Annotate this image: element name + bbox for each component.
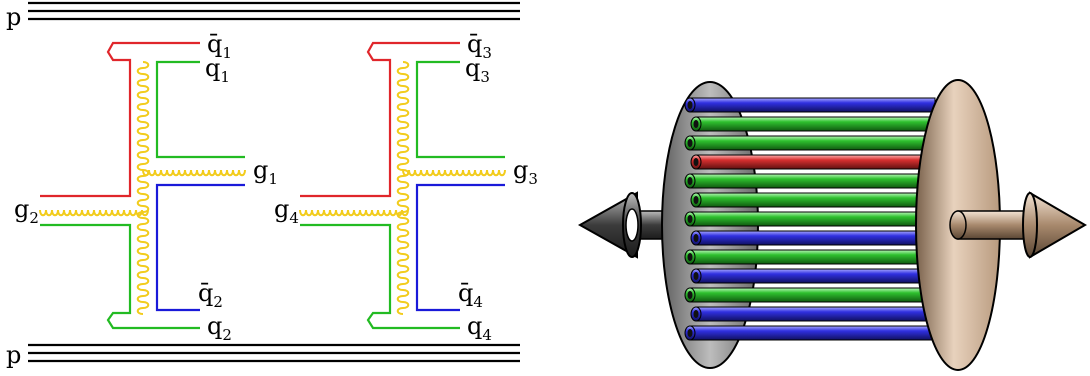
label-qbar-top: q̄1 [207,30,232,62]
flux-tube [684,249,936,265]
flux-tube [684,173,936,189]
blue-string [415,183,505,312]
gluon-right [142,169,246,177]
gluon-right [402,169,506,177]
label-qbar-bottom: q̄2 [198,279,223,311]
label-gluon-left: g2 [14,195,39,227]
label-q-bottom: q4 [467,312,492,344]
green-string-upper [155,60,245,159]
proton-bottom-beam [28,343,520,363]
proton-top-label: p [6,3,21,31]
label-q-top: q1 [205,54,230,86]
label-qbar-top: q̄3 [467,30,492,62]
flux-tube [690,306,936,322]
flux-tube [684,135,936,151]
green-string-upper [415,60,505,159]
label-q-top: q3 [465,54,490,86]
proton-bottom-label: p [6,341,21,369]
proton-top-beam [28,1,520,21]
flux-tube [684,97,936,113]
gluon-vertical [136,61,150,315]
gluon-left [39,209,149,217]
green-string-lower [300,223,460,330]
label-qbar-bottom: q̄4 [458,279,483,311]
parton-cells: q̄1q1 g1 g2 q̄2q2 q̄3q3 g3 g4 q̄4q4 [14,30,538,344]
flux-tube-illustration [577,79,1087,371]
flux-tube [690,192,936,208]
left-arrow-icon [577,191,671,259]
red-string [300,41,460,198]
green-string-lower [40,223,200,330]
blue-string [155,183,245,312]
flux-tube [690,268,936,284]
label-gluon-right: g3 [513,156,538,188]
label-gluon-right: g1 [253,156,278,188]
right-arrow-icon [949,191,1087,259]
label-gluon-left: g4 [274,195,299,227]
gluon-vertical [396,61,410,315]
flux-tube [684,287,936,303]
flux-tube [690,116,936,132]
red-string [40,41,200,198]
string-diagram: p p q̄1q1 g1 g2 q̄2q2 q̄3q3 g3 g4 q̄4q4 [6,1,538,369]
label-q-bottom: q2 [207,312,232,344]
flux-tube [690,154,936,170]
flux-tubes [684,97,936,341]
parton-cell-2: q̄3q3 g3 g4 q̄4q4 [274,30,538,344]
flux-tube [684,211,936,227]
flux-tube [690,230,936,246]
parton-cell-1: q̄1q1 g1 g2 q̄2q2 [14,30,278,344]
gluon-left [299,209,409,217]
flux-tube [684,325,936,341]
